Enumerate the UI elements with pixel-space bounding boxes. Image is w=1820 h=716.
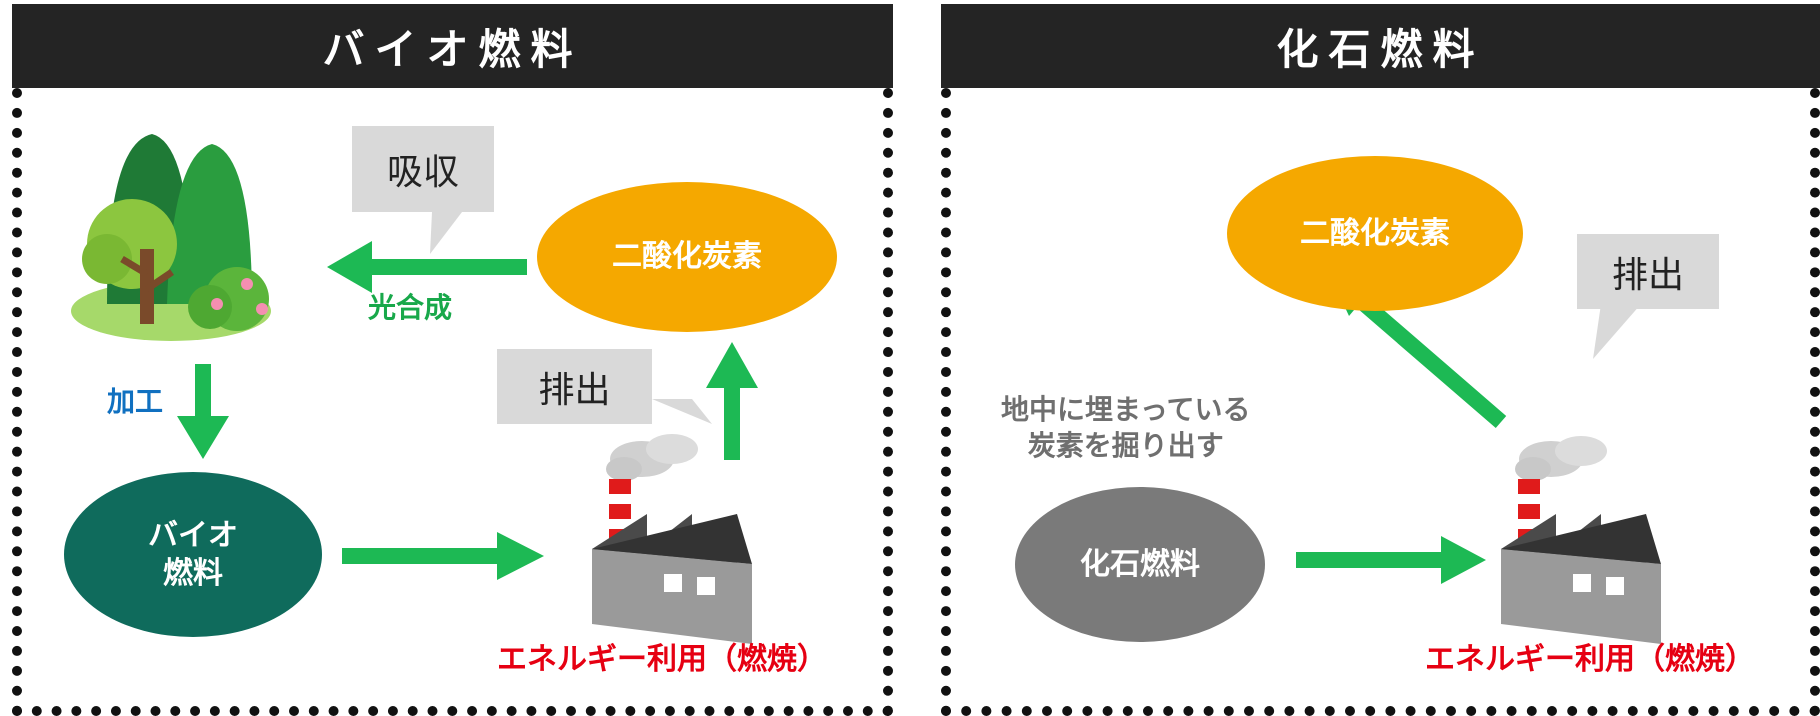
arrow-icon bbox=[177, 364, 229, 459]
co2-ellipse: 二酸化炭素 bbox=[537, 182, 837, 332]
arrow-icon bbox=[342, 532, 544, 580]
energy-use-label: エネルギー利用（燃焼） bbox=[497, 642, 827, 677]
biofuel-ellipse: バイオ 燃料 bbox=[64, 472, 322, 637]
emit-bubble: 排出 bbox=[497, 349, 652, 424]
biofuel-panel: バイオ燃料 bbox=[12, 4, 893, 716]
emit-bubble: 排出 bbox=[1577, 234, 1719, 309]
biofuel-label-1: バイオ bbox=[148, 518, 238, 553]
co2-label: 二酸化炭素 bbox=[612, 239, 762, 275]
emit-label: 排出 bbox=[1611, 254, 1684, 296]
arrow-icon bbox=[1296, 536, 1486, 584]
processing-label: 加工 bbox=[107, 385, 164, 418]
fossil-fuel-ellipse: 化石燃料 bbox=[1015, 487, 1265, 642]
absorb-label: 吸収 bbox=[386, 152, 459, 193]
co2-label: 二酸化炭素 bbox=[1300, 215, 1450, 251]
energy-use-label: エネルギー利用（燃焼） bbox=[1425, 642, 1755, 677]
panel-title: バイオ燃料 bbox=[12, 4, 893, 88]
dig-out-label-2: 炭素を掘り出す bbox=[1027, 429, 1224, 463]
emit-label: 排出 bbox=[538, 369, 611, 411]
trees-icon bbox=[71, 134, 271, 341]
arrow-icon bbox=[327, 241, 527, 293]
panel-title: 化石燃料 bbox=[941, 4, 1820, 88]
fossil-fuel-panel: 化石燃料 二酸化炭素 bbox=[941, 4, 1820, 716]
fossil-fuel-label: 化石燃料 bbox=[1080, 546, 1200, 582]
co2-ellipse: 二酸化炭素 bbox=[1227, 156, 1523, 311]
dig-out-label-1: 地中に埋まっている bbox=[1001, 393, 1251, 426]
factory-icon bbox=[1501, 436, 1661, 644]
dotted-frame bbox=[941, 88, 1820, 716]
absorb-bubble: 吸収 bbox=[352, 126, 494, 212]
factory-icon bbox=[592, 434, 752, 644]
fossil-graphics bbox=[1296, 266, 1661, 644]
photosynthesis-label: 光合成 bbox=[368, 291, 453, 324]
dig-out-label: 地中に埋まっている 炭素を掘り出す bbox=[1001, 392, 1250, 465]
arrow-icon bbox=[706, 342, 758, 460]
biofuel-label-2: 燃料 bbox=[163, 555, 223, 591]
dotted-frame bbox=[12, 88, 893, 716]
bio-graphics bbox=[71, 134, 758, 644]
